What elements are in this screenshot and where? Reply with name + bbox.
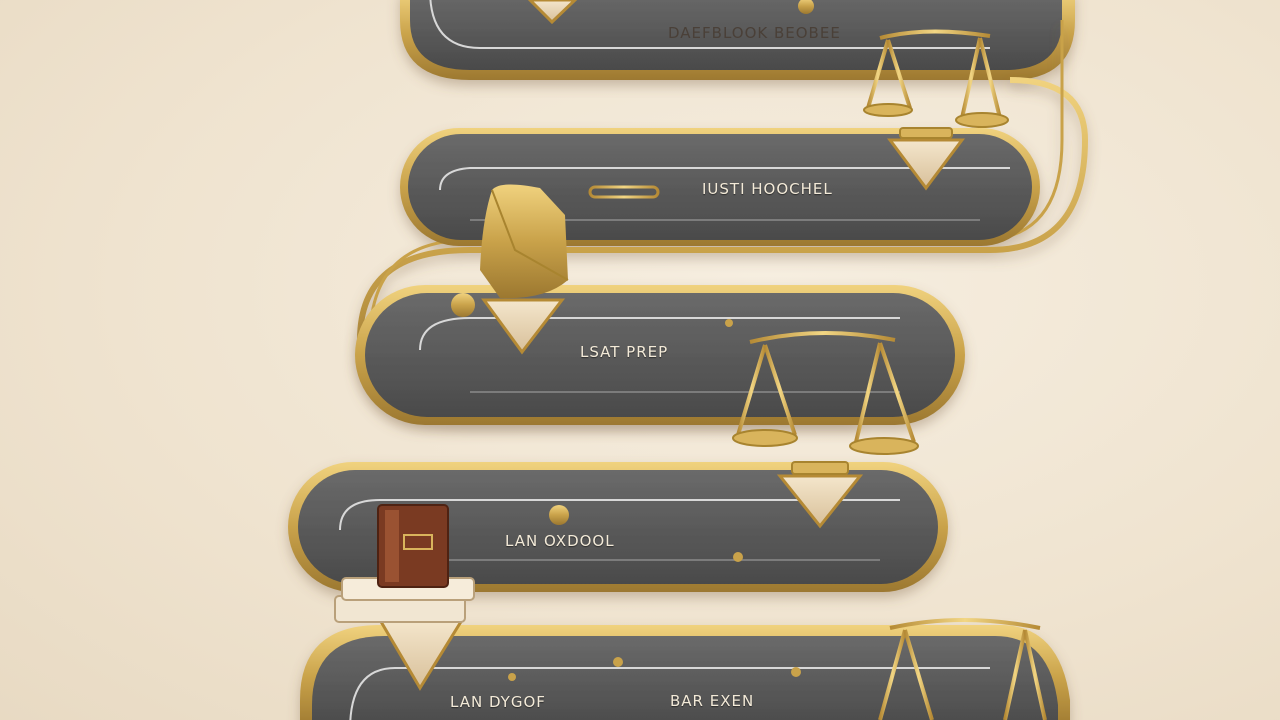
scales-of-justice-icon bbox=[878, 590, 1047, 720]
stage-label-5: LAN DYGOF bbox=[450, 693, 546, 711]
scales-of-justice-icon bbox=[732, 310, 919, 475]
stage-label-bar-exam: BAR EXEN bbox=[670, 692, 755, 710]
track-segment-1 bbox=[400, 0, 1075, 80]
track-segment-4 bbox=[288, 462, 948, 592]
track-segment-5 bbox=[300, 625, 1070, 720]
milestone-marker-2 bbox=[887, 138, 965, 191]
milestone-marker-1 bbox=[527, 0, 578, 25]
stage-label-lsat: LSAT PREP bbox=[580, 343, 669, 361]
stage-label-law-school: LAN OXDOOL bbox=[505, 532, 615, 550]
milestone-marker-4 bbox=[776, 474, 864, 529]
paperclip-icon bbox=[588, 185, 660, 199]
gold-bead bbox=[451, 0, 814, 681]
stage-label-1: DAEFBLOOK BEOBEE bbox=[668, 24, 841, 42]
graduation-cap-icon bbox=[480, 184, 569, 299]
law-books-icon bbox=[334, 504, 475, 623]
milestone-marker-3 bbox=[481, 298, 566, 355]
stage-label-2: IUSTI HOOCHEL bbox=[702, 180, 833, 198]
scales-of-justice-icon bbox=[863, 0, 1009, 139]
